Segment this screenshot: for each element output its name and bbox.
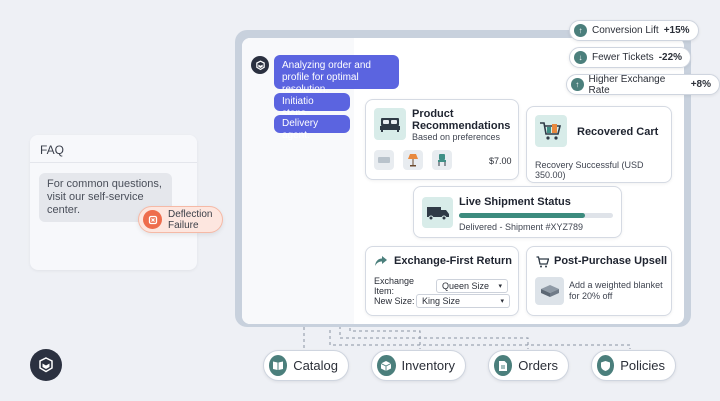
alert-icon: [143, 210, 162, 229]
metric-value: +15%: [663, 25, 690, 36]
tab-catalog[interactable]: Catalog: [263, 350, 349, 381]
sofa-icon[interactable]: [374, 150, 394, 170]
product-recommendations-card[interactable]: Product Recommendations Based on prefere…: [365, 99, 519, 180]
recovered-cart-card[interactable]: Recovered Cart Recovery Successful (USD …: [526, 106, 672, 183]
exchange-title: Exchange-First Return: [394, 255, 512, 267]
chat-message-initiate: Initiatio steps...: [274, 93, 350, 119]
product-price: $7.00: [489, 156, 512, 166]
product-title: Product Recommendations: [412, 108, 510, 132]
shield-icon: [597, 355, 615, 376]
metric-value: -22%: [658, 52, 683, 63]
book-icon: [269, 355, 288, 376]
arrow-up-icon: ↑: [574, 24, 587, 37]
lamp-icon[interactable]: [403, 150, 423, 170]
post-purchase-upsell-card[interactable]: Post-Purchase Upsell Add a weighted blan…: [526, 246, 672, 316]
truck-icon: [422, 197, 453, 228]
metric-label: Conversion Lift: [592, 25, 659, 36]
chat-message-delivery: Delivery agent.: [274, 115, 350, 141]
new-size-select[interactable]: King Size ▾: [416, 294, 510, 308]
exchange-item-value: Queen Size: [442, 281, 490, 291]
bed-icon: [374, 108, 406, 140]
exchange-first-return-card[interactable]: Exchange-First Return Exchange Item: Que…: [365, 246, 519, 316]
metric-fewer-tickets: ↓ Fewer Tickets -22%: [569, 47, 692, 68]
faq-message: For common questions, visit our self-ser…: [39, 173, 172, 222]
live-shipment-status-card[interactable]: Live Shipment Status Delivered - Shipmen…: [413, 186, 622, 238]
upsell-line1: Add a weighted blanket: [569, 280, 663, 290]
shipment-status: Delivered - Shipment #XYZ789: [459, 222, 584, 232]
metric-higher-exchange-rate: ↑ Higher Exchange Rate +8%: [566, 73, 720, 96]
shopping-cart-icon: [535, 115, 567, 147]
tab-policies[interactable]: Policies: [591, 350, 676, 381]
chevron-down-icon: ▾: [498, 283, 502, 290]
product-title-line1: Product: [412, 108, 454, 120]
deflection-line2: Failure: [168, 219, 199, 231]
tab-label: Orders: [518, 358, 558, 373]
upsell-line2: for 20% off: [569, 291, 613, 301]
metric-label: Fewer Tickets: [592, 52, 654, 63]
upsell-text: Add a weighted blanket for 20% off: [569, 280, 663, 302]
new-size-label: New Size:: [374, 296, 415, 306]
cart-status: Recovery Successful (USD 350.00): [535, 160, 644, 180]
document-icon: [494, 355, 513, 376]
metric-conversion-lift: ↑ Conversion Lift +15%: [569, 20, 699, 41]
exchange-item-row: Exchange Item: Queen Size ▾: [374, 276, 508, 296]
metric-label: Higher Exchange Rate: [588, 73, 666, 96]
chat-message-analyzing: Analyzing order and profile for optimal …: [274, 55, 399, 95]
blanket-icon: [535, 277, 564, 305]
tab-label: Policies: [620, 358, 665, 373]
brand-logo-icon: [30, 349, 62, 381]
exchange-item-select[interactable]: Queen Size ▾: [436, 279, 508, 293]
deflection-failure-text: Deflection Failure: [168, 209, 212, 231]
chair-icon[interactable]: [432, 150, 452, 170]
arrow-down-icon: ↓: [574, 51, 587, 64]
faq-title: FAQ: [30, 135, 197, 163]
product-subtitle: Based on preferences: [412, 132, 501, 142]
agent-avatar-icon: [251, 56, 269, 74]
tab-label: Catalog: [293, 358, 338, 373]
faq-panel: FAQ For common questions, visit our self…: [30, 135, 197, 270]
metric-value: +8%: [690, 79, 711, 90]
deflection-line1: Deflection: [168, 208, 213, 220]
share-arrow-icon: [374, 254, 388, 272]
exchange-item-label: Exchange Item:: [374, 276, 415, 296]
tab-inventory[interactable]: Inventory: [371, 350, 466, 381]
deflection-failure-badge: Deflection Failure: [138, 206, 224, 233]
new-size-row: New Size: King Size ▾: [374, 294, 510, 308]
box-icon: [377, 355, 396, 376]
product-title-line2: Recommendations: [412, 120, 511, 132]
shipment-progress-fill: [459, 213, 586, 218]
shipment-progress-track: [459, 213, 613, 218]
tab-orders[interactable]: Orders: [488, 350, 569, 381]
upsell-title: Post-Purchase Upsell: [554, 255, 668, 267]
cart-title: Recovered Cart: [577, 126, 659, 138]
cart-icon: [536, 255, 550, 273]
new-size-value: King Size: [422, 296, 461, 306]
arrow-up-icon: ↑: [571, 78, 584, 91]
chevron-down-icon: ▾: [500, 298, 504, 305]
tab-label: Inventory: [401, 358, 455, 373]
shipment-title: Live Shipment Status: [459, 196, 571, 208]
